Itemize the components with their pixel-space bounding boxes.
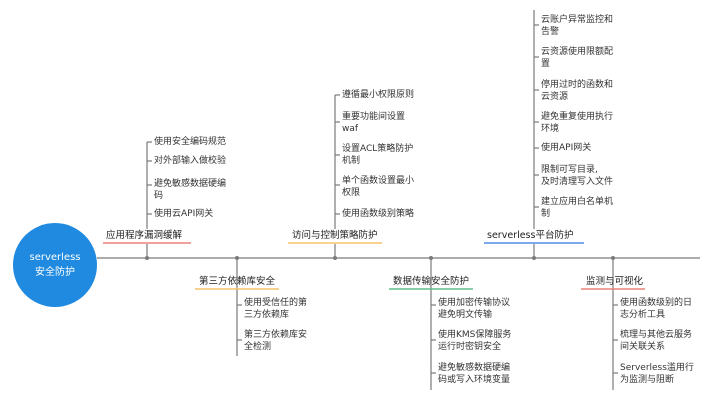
thirdparty-leaf[interactable]: 全检测: [244, 342, 272, 352]
platform-leaf[interactable]: 及时清理写入文件: [541, 177, 614, 187]
monitor-leaf[interactable]: Serverless滥用行: [620, 363, 694, 373]
monitor-leaf[interactable]: 志分析工具: [620, 310, 666, 320]
thirdparty-leaf[interactable]: 使用受信任的第: [244, 298, 308, 308]
platform-leaf[interactable]: 限制可写目录,: [541, 165, 598, 175]
platform-leaf[interactable]: 建立应用白名单机: [541, 197, 614, 207]
monitor-leaf[interactable]: 为监测与阻断: [620, 375, 675, 385]
branch-access-label[interactable]: 访问与控制策略防护: [292, 230, 378, 241]
platform-leaf[interactable]: 环境: [541, 124, 560, 134]
app-junction-dot: [145, 256, 149, 260]
monitor-junction-dot: [611, 256, 615, 260]
branch-transfer-label[interactable]: 数据传输安全防护: [393, 276, 470, 287]
access-leaf[interactable]: waf: [342, 124, 359, 134]
branch-platform-label[interactable]: serverless平台防护: [487, 230, 574, 241]
root-node[interactable]: serverless 安全防护: [13, 223, 97, 307]
platform-leaf[interactable]: 置: [541, 59, 551, 69]
platform-leaf[interactable]: 云账户异常监控和: [541, 15, 614, 25]
transfer-leaf[interactable]: 运行时密钥安全: [438, 342, 502, 352]
monitor-leaf[interactable]: 梳理与其他云服务: [620, 330, 693, 340]
branch-app-label[interactable]: 应用程序漏洞缓解: [106, 230, 183, 241]
platform-leaf[interactable]: 云资源: [541, 92, 569, 102]
access-junction-dot: [333, 256, 337, 260]
transfer-leaf[interactable]: 使用KMS保障服务: [438, 330, 512, 340]
app-leaf[interactable]: 避免敏感数据硬编: [154, 179, 227, 189]
access-leaf[interactable]: 遵循最小权限原则: [342, 90, 415, 100]
transfer-leaf[interactable]: 避免敏感数据硬编: [438, 363, 511, 373]
thirdparty-junction-dot: [235, 256, 239, 260]
platform-leaf[interactable]: 停用过时的函数和: [541, 80, 614, 90]
thirdparty-leaf[interactable]: 三方依赖库: [244, 310, 290, 320]
access-leaf[interactable]: 单个函数设置最小: [342, 176, 415, 186]
platform-leaf[interactable]: 云资源使用限额配: [541, 47, 614, 57]
transfer-leaf[interactable]: 使用加密传输协议: [438, 298, 511, 308]
platform-leaf[interactable]: 制: [541, 209, 551, 219]
monitor-leaf[interactable]: 间关联关系: [620, 342, 666, 352]
platform-leaf[interactable]: 告警: [541, 27, 560, 37]
transfer-leaf[interactable]: 码或写入环境变量: [438, 375, 511, 385]
app-leaf[interactable]: 对外部输入做校验: [154, 156, 227, 166]
root-label-line2: 安全防护: [35, 267, 75, 278]
transfer-leaf[interactable]: 避免明文传输: [438, 310, 493, 320]
transfer-junction-dot: [429, 256, 433, 260]
app-leaf[interactable]: 使用云API网关: [154, 209, 214, 219]
branch-thirdparty-label[interactable]: 第三方依赖库安全: [199, 276, 276, 287]
access-leaf[interactable]: 权限: [342, 188, 361, 198]
branch-monitor-label[interactable]: 监测与可视化: [586, 276, 644, 287]
thirdparty-leaf[interactable]: 第三方依赖库安: [244, 330, 308, 340]
access-leaf[interactable]: 重要功能间设置: [342, 112, 406, 122]
root-label-line1: serverless: [29, 252, 81, 263]
leaf-ticks: [147, 24, 618, 374]
access-leaf[interactable]: 设置ACL策略防护: [342, 144, 414, 154]
app-leaf[interactable]: 使用安全编码规范: [154, 137, 227, 147]
platform-leaf[interactable]: 避免重复使用执行: [541, 112, 614, 122]
platform-leaf[interactable]: 使用API网关: [541, 143, 592, 153]
platform-junction-dot: [532, 256, 536, 260]
access-leaf[interactable]: 机制: [342, 156, 361, 166]
access-leaf[interactable]: 使用函数级别策略: [342, 209, 415, 219]
app-leaf[interactable]: 码: [154, 191, 164, 201]
monitor-leaf[interactable]: 使用函数级别的日: [620, 298, 693, 308]
